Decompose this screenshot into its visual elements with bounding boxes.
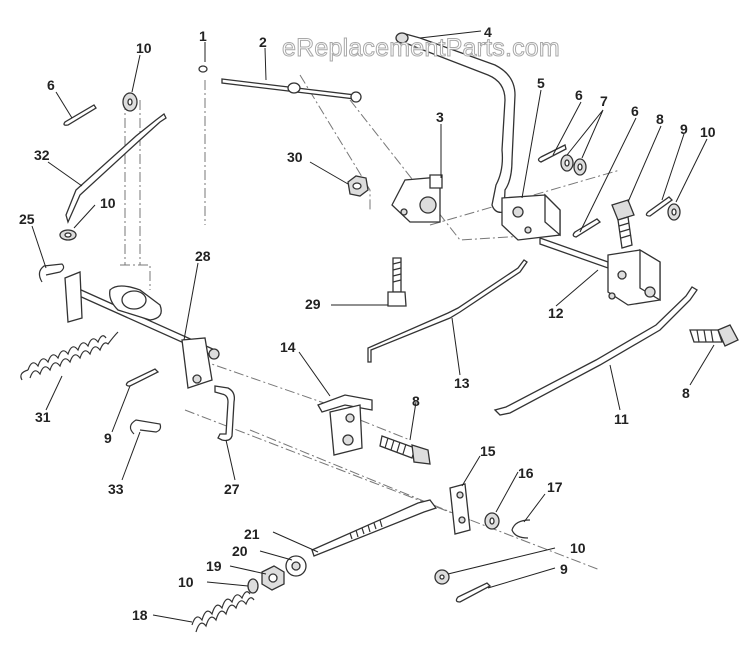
callout-10-left: 10 — [100, 195, 116, 211]
part-20-spacer — [285, 555, 307, 577]
part-31-spring — [20, 331, 119, 381]
leader-lines — [31, 30, 715, 623]
part-7-washers — [560, 154, 587, 176]
part-25-clip — [38, 263, 65, 283]
callout-13: 13 — [454, 375, 470, 391]
callout-30: 30 — [287, 149, 303, 165]
callout-6-left: 6 — [47, 77, 55, 93]
callout-21: 21 — [244, 526, 260, 542]
part-18-spring — [191, 591, 255, 633]
callout-7: 7 — [600, 93, 608, 109]
callout-10-upper-right: 10 — [700, 124, 716, 140]
part-9-pin-left — [125, 368, 160, 387]
callout-9-upper: 9 — [680, 121, 688, 137]
callout-16: 16 — [518, 465, 534, 481]
part-11-rod — [493, 286, 698, 416]
callout-3: 3 — [436, 109, 444, 125]
callout-18: 18 — [132, 607, 148, 623]
callout-10-bottom: 10 — [178, 574, 194, 590]
part-10-washer-upper-right — [667, 203, 681, 221]
part-6-cotter-pin-right — [572, 218, 602, 238]
part-3-bracket — [391, 174, 443, 223]
callout-4: 4 — [484, 24, 492, 40]
part-15-plate — [449, 483, 471, 535]
part-13-rod — [367, 259, 528, 363]
callout-12: 12 — [548, 305, 564, 321]
callout-32: 32 — [34, 147, 50, 163]
part-27-rod — [214, 385, 236, 442]
watermark-text: eReplacementParts.com — [282, 34, 561, 63]
part-9-pin-upper — [645, 196, 673, 217]
callout-19: 19 — [206, 558, 222, 574]
callout-29: 29 — [305, 296, 321, 312]
part-2-rod — [221, 78, 362, 103]
callout-5: 5 — [537, 75, 545, 91]
part-10-washer-lower-right — [434, 569, 450, 585]
part-12-bracket — [539, 237, 661, 306]
part-16-washer — [484, 512, 500, 530]
part-14-bracket — [317, 394, 373, 456]
callout-10-lower-right: 10 — [570, 540, 586, 556]
callout-10-top-left: 10 — [136, 40, 152, 56]
part-1-pin — [198, 65, 208, 73]
part-19-nut — [261, 565, 285, 591]
part-28-shaft — [64, 271, 220, 389]
callout-6-right: 6 — [631, 103, 639, 119]
callout-8-upper: 8 — [656, 111, 664, 127]
part-10-washer-left — [59, 229, 77, 241]
part-8-bolt-right — [689, 324, 739, 347]
part-9-pin-lower-right — [455, 582, 492, 603]
callout-9-left: 9 — [104, 430, 112, 446]
part-6-cotter-pin-left — [63, 104, 97, 126]
part-33-clip — [129, 419, 162, 435]
callout-17: 17 — [547, 479, 563, 495]
part-10-washer-bottom — [247, 578, 259, 594]
callout-33: 33 — [108, 481, 124, 497]
callout-14: 14 — [280, 339, 296, 355]
callout-25: 25 — [19, 211, 35, 227]
part-32-rod — [65, 113, 167, 224]
callout-labels: 1 2 4 3 5 6 7 6 8 9 10 30 29 12 13 11 8 … — [19, 24, 716, 623]
callout-6-upper: 6 — [575, 87, 583, 103]
part-17-clip — [511, 519, 531, 539]
callout-20: 20 — [232, 543, 248, 559]
part-10-washer-top-left — [122, 92, 138, 112]
assembly-guides — [120, 74, 621, 571]
callout-11: 11 — [614, 411, 629, 427]
part-6-cotter-pin-upper — [537, 144, 567, 163]
part-21-rod — [311, 499, 438, 557]
callout-8-right: 8 — [682, 385, 690, 401]
callout-2: 2 — [259, 34, 267, 50]
callout-9-lower-right: 9 — [560, 561, 568, 577]
callout-27: 27 — [224, 481, 240, 497]
callout-15: 15 — [480, 443, 496, 459]
callout-28: 28 — [195, 248, 211, 264]
part-8-bolt-middle — [379, 435, 431, 465]
part-29-bolt — [387, 257, 407, 307]
part-30-nut — [347, 175, 369, 197]
part-8-bolt-upper — [611, 199, 635, 249]
part-5-bracket — [501, 193, 561, 241]
callout-8-middle: 8 — [412, 393, 420, 409]
callout-1: 1 — [199, 28, 207, 44]
callout-31: 31 — [35, 409, 51, 425]
